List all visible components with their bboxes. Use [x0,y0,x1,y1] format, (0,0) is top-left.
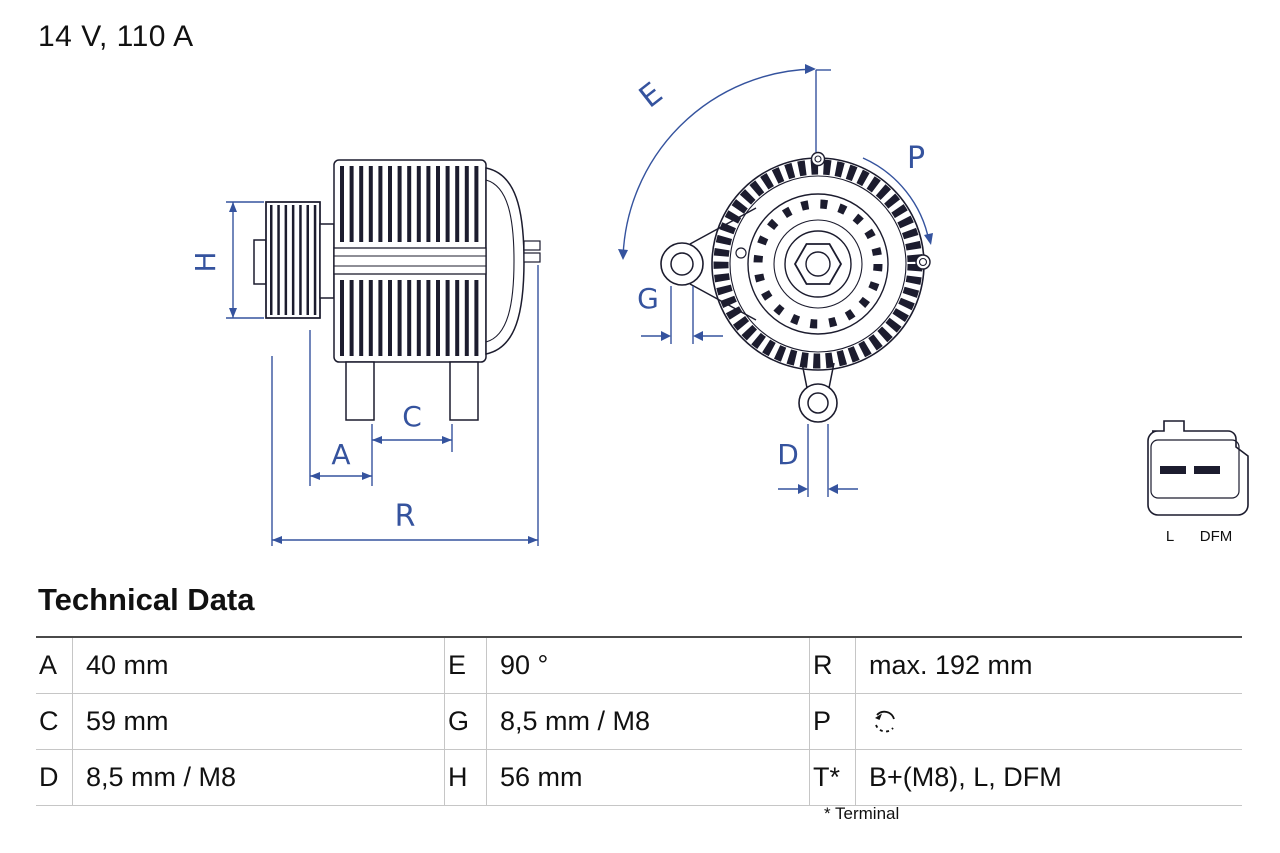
dim-label-R: R [395,499,416,534]
dim-label-E: E [633,76,669,115]
table-cell-key: P [809,694,855,750]
alternator-side-view [253,159,541,421]
table-cell-value: max. 192 mm [855,638,1242,694]
technical-data-table: A 40 mm E 90 ° R max. 192 mm C 59 mm G 8… [36,636,1242,806]
dim-label-C: C [402,400,422,433]
alternator-front-view [660,151,931,423]
table-cell-key: A [36,638,72,694]
dim-label-A: A [331,438,350,471]
table-cell-rotation [855,694,1242,750]
dim-label-D: D [777,438,799,471]
table-cell-value: 8,5 mm / M8 [486,694,809,750]
terminal-footnote: * Terminal [824,804,900,823]
table-cell-value: 8,5 mm / M8 [72,750,444,806]
side-view-arrowheads [229,202,538,544]
dim-label-H: H [189,251,222,272]
table-cell-key: R [809,638,855,694]
table-cell-value: 40 mm [72,638,444,694]
table-cell-key: D [36,750,72,806]
page-title: 14 V, 110 A [38,20,194,53]
table-cell-value: 90 ° [486,638,809,694]
table-cell-value: 56 mm [486,750,809,806]
connector-diagram [1147,420,1249,516]
side-view-dimensions [226,201,539,546]
dim-label-G: G [637,282,659,315]
table-cell-value: 59 mm [72,694,444,750]
dim-label-P: P [907,141,925,176]
connector-terminal-L-label: L [1166,528,1174,545]
connector-terminal-DFM-label: DFM [1200,528,1233,545]
front-view-arrowheads [618,64,933,494]
table-cell-key: T* [809,750,855,806]
table-cell-key: G [444,694,486,750]
table-cell-key: H [444,750,486,806]
front-view-dimensions [622,68,930,497]
table-cell-key: E [444,638,486,694]
technical-drawing: H A C R [189,64,1249,546]
technical-data-heading: Technical Data [38,582,255,617]
rotation-direction-arrow-icon [875,710,895,732]
table-cell-key: C [36,694,72,750]
table-cell-value: B+(M8), L, DFM [855,750,1242,806]
